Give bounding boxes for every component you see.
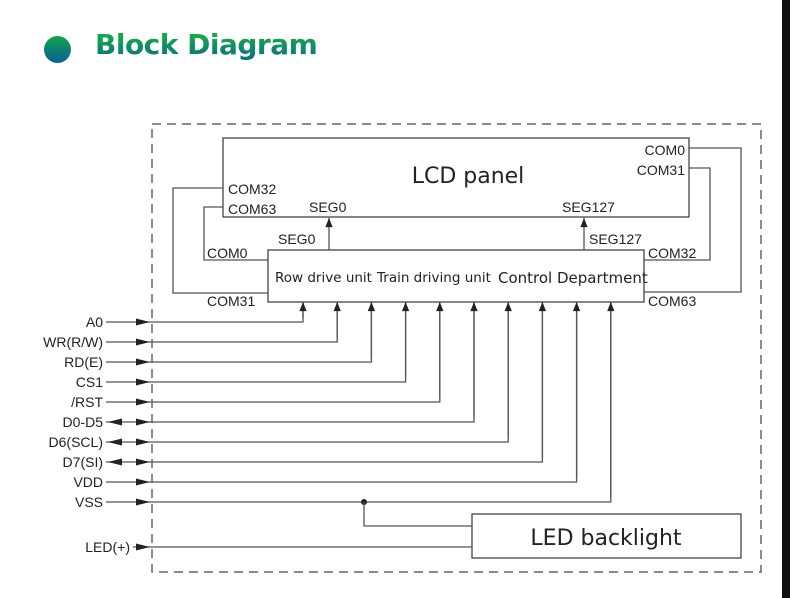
signal-led-plus-arrow-icon bbox=[136, 543, 150, 551]
com31-com32-wire bbox=[644, 167, 711, 261]
signal-wr-r-w-label: WR(R/W) bbox=[43, 334, 103, 350]
signal-cs1: CS1 bbox=[76, 301, 410, 390]
signal-a0-label: A0 bbox=[86, 314, 103, 330]
ctrl-pin-seg127: SEG127 bbox=[589, 231, 642, 247]
ctrl-pin-com0: COM0 bbox=[207, 245, 248, 261]
com63-com0-wire bbox=[203, 206, 268, 261]
signal-vss-label: VSS bbox=[75, 494, 103, 510]
signal-vdd: VDD bbox=[73, 301, 581, 490]
controller-block: Row drive unit Train driving unit Contro… bbox=[207, 231, 696, 309]
signal-d0-d5-out-arrow-icon bbox=[108, 418, 122, 426]
signal-vdd-label: VDD bbox=[73, 474, 103, 490]
signal-cs1-in-arrow-icon bbox=[136, 378, 150, 386]
signal--rst-in-arrow-icon bbox=[136, 398, 150, 406]
signal-a0: A0 bbox=[86, 301, 307, 330]
row-drive-unit-label: Row drive unit bbox=[275, 270, 372, 286]
edge-bar bbox=[782, 0, 790, 598]
lcd-pin-seg127: SEG127 bbox=[562, 199, 615, 215]
signal-d6-scl-wire bbox=[106, 302, 509, 443]
led-backlight-label: LED backlight bbox=[530, 526, 682, 551]
signal-rd-e-in-arrow-icon bbox=[136, 358, 150, 366]
title-bullet-icon bbox=[44, 36, 71, 63]
ctrl-pin-seg0: SEG0 bbox=[278, 231, 316, 247]
lcd-pin-com0: COM0 bbox=[645, 142, 686, 158]
signal-d6-scl-out-arrow-icon bbox=[108, 438, 122, 446]
vss-led-wire bbox=[363, 502, 472, 527]
signal-a0-wire bbox=[106, 302, 304, 323]
signal-cs1-label: CS1 bbox=[76, 374, 103, 390]
signal-led-plus-label: LED(+) bbox=[85, 539, 130, 555]
lcd-panel: LCD panel COM32 COM63 COM0 COM31 SEG0 SE… bbox=[222, 137, 690, 218]
signal-d0-d5-in-arrow-icon bbox=[136, 418, 150, 426]
lcd-pin-com31: COM31 bbox=[637, 162, 685, 178]
signal-vss: VSS bbox=[75, 301, 615, 510]
signal-vss-in-arrow-icon bbox=[136, 498, 150, 506]
signal--rst: /RST bbox=[71, 301, 444, 410]
control-department-label: Control Department bbox=[498, 269, 648, 287]
signal-d7-si-out-arrow-icon bbox=[108, 458, 122, 466]
com32-com31-wire bbox=[172, 187, 268, 294]
signal-vdd-wire bbox=[106, 302, 578, 483]
lcd-pin-com63: COM63 bbox=[228, 201, 276, 217]
page-title: Block Diagram bbox=[95, 24, 318, 66]
signal-wr-r-w-in-arrow-icon bbox=[136, 338, 150, 346]
signal--rst-wire bbox=[106, 302, 441, 403]
lcd-pin-com32: COM32 bbox=[228, 181, 276, 197]
signal-d6-scl-in-arrow-icon bbox=[136, 438, 150, 446]
signal-a0-in-arrow-icon bbox=[136, 318, 150, 326]
led-backlight: LED backlight bbox=[471, 513, 742, 559]
ctrl-pin-com32: COM32 bbox=[648, 245, 696, 261]
signal-d7-si-in-arrow-icon bbox=[136, 458, 150, 466]
com0-com63-wire bbox=[644, 147, 742, 293]
signal-wr-r-w: WR(R/W) bbox=[43, 301, 341, 350]
signal--rst-label: /RST bbox=[71, 394, 103, 410]
module-boundary bbox=[151, 123, 762, 573]
ctrl-pin-com63: COM63 bbox=[648, 293, 696, 309]
signal-d7-si-label: D7(SI) bbox=[63, 454, 103, 470]
train-driving-unit-label: Train driving unit bbox=[376, 270, 491, 286]
signal-d6-scl: D6(SCL) bbox=[49, 301, 512, 450]
signal-vdd-in-arrow-icon bbox=[136, 478, 150, 486]
signal-d6-scl-label: D6(SCL) bbox=[49, 434, 103, 450]
signal-d7-si: D7(SI) bbox=[63, 301, 547, 470]
signal-d0-d5: D0-D5 bbox=[63, 301, 478, 430]
lcd-pin-seg0: SEG0 bbox=[309, 199, 347, 215]
signal-rd-e: RD(E) bbox=[64, 301, 376, 370]
lcd-panel-label: LCD panel bbox=[412, 164, 525, 189]
signal-d0-d5-label: D0-D5 bbox=[63, 414, 104, 430]
signal-rd-e-wire bbox=[106, 302, 373, 363]
ctrl-pin-com31: COM31 bbox=[207, 293, 255, 309]
signal-rd-e-label: RD(E) bbox=[64, 354, 103, 370]
